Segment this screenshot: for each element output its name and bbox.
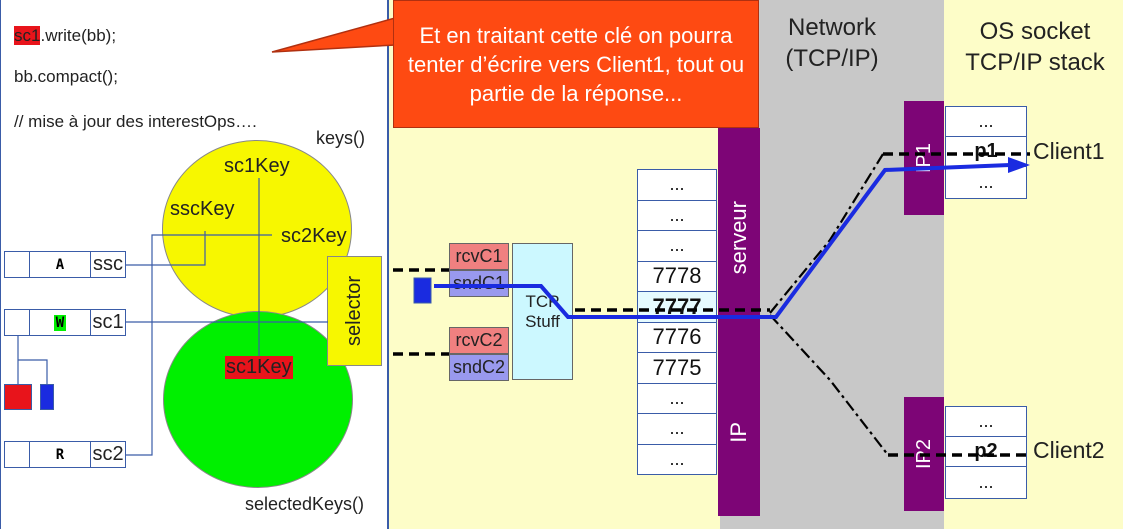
keys-label: keys() [316,128,365,148]
client1-ip-bar: IP1 [904,101,944,215]
client2-label: Client2 [1033,437,1105,463]
port-cell: ... [637,169,717,201]
buffer-square-red [4,384,32,410]
snd-c2-buffer: sndC2 [449,354,509,381]
interest-flag-r: R [55,446,65,463]
client2-cell-2: p2 [945,436,1027,467]
port-cell: 7775 [637,352,717,384]
interest-flag-w: W [53,314,67,331]
keys-circle [162,140,352,318]
client2-cell-1: ... [945,406,1027,437]
channel-ssc-name: ssc [93,253,123,275]
code-var-sc1: sc1 [14,26,41,45]
channel-sc1-name: sc1 [92,311,124,333]
interest-flag-a: A [55,256,65,273]
channel-row-ssc: A ssc [4,251,126,278]
channel-row-sc2: R sc2 [4,441,126,468]
port-cell: ... [637,230,717,262]
selected-keys-label: selectedKeys() [245,494,365,514]
network-header: Network (TCP/IP) [785,14,879,72]
channel-sc2-name: sc2 [92,443,124,465]
callout-text: Et en traitant cette clé on pourra tente… [407,22,745,106]
buffer-square-blue [40,384,54,410]
port-cell: ... [637,413,717,445]
key-sc2key: sc2Key [281,225,347,247]
rcv-c1-buffer: rcvC1 [449,243,509,270]
port-cell: ... [637,382,717,414]
callout-box: Et en traitant cette clé on pourra tente… [393,0,759,128]
code-write-call: .write(bb); [40,26,117,45]
port-cell: ... [637,443,717,475]
port-cell: 7778 [637,260,717,292]
code-line-3: // mise à jour des interestOps…. [14,112,257,131]
port-cell: ... [637,199,717,231]
os-stack-header: OS socket TCP/IP stack [965,18,1105,76]
server-bar: serveur IP [718,128,760,516]
key-sc1key: sc1Key [224,155,290,177]
code-line-2: bb.compact(); [14,67,118,86]
key-ssckey: sscKey [170,198,235,220]
selected-keys-circle [163,311,353,488]
selected-key-sc1key: sc1Key [225,356,293,379]
code-line-1: sc1.write(bb); [14,26,116,46]
client1-label: Client1 [1033,138,1105,164]
selector-box: selector [327,256,382,366]
rcv-c2-buffer: rcvC2 [449,327,509,354]
client2-cell-3: ... [945,466,1027,499]
channel-row-sc1: W sc1 [4,309,126,336]
client1-cell-3: ... [945,166,1027,199]
